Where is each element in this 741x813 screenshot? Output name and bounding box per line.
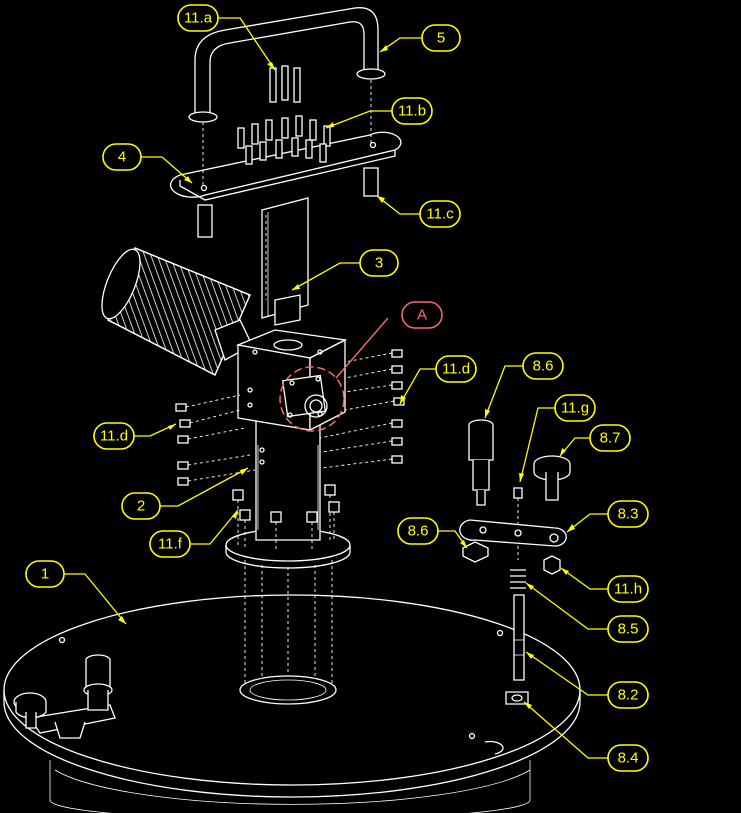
- callout-8-6-top: 8.6: [522, 352, 564, 380]
- plate-indexing-plunger: [13, 654, 116, 739]
- detail-a-circle: [279, 366, 345, 432]
- vertical-bracket: [261, 197, 309, 326]
- svg-text:8.3: 8.3: [618, 506, 639, 523]
- side-bolts-left: [175, 394, 256, 486]
- handle-screws: [269, 65, 301, 103]
- plate-screws: [237, 115, 331, 165]
- callout-8-6-left: 8.6: [397, 517, 439, 545]
- svg-text:8.4: 8.4: [618, 750, 639, 767]
- svg-text:11.d: 11.d: [100, 428, 128, 445]
- svg-text:11.b: 11.b: [398, 103, 426, 120]
- carry-handle: [188, 7, 386, 185]
- callout-8-4: 8.4: [607, 744, 649, 772]
- detail-a-label: A: [417, 307, 427, 324]
- svg-text:11.d: 11.d: [442, 361, 470, 378]
- callout-1: 1: [25, 560, 65, 588]
- svg-text:11.a: 11.a: [184, 10, 213, 27]
- finned-motor: [101, 247, 253, 376]
- central-column: [255, 420, 321, 541]
- callout-11g: 11.g: [554, 394, 596, 422]
- svg-text:3: 3: [375, 255, 383, 272]
- callout-8-3: 8.3: [607, 500, 649, 528]
- callout-8-2: 8.2: [607, 681, 649, 709]
- callout-11d-left: 11.d: [93, 422, 135, 450]
- svg-text:8.5: 8.5: [618, 621, 639, 638]
- callout-5: 5: [421, 24, 461, 52]
- svg-text:11.f: 11.f: [158, 536, 183, 553]
- callout-11a: 11.a: [177, 4, 219, 32]
- callout-11b: 11.b: [391, 97, 433, 125]
- callout-8-5: 8.5: [607, 615, 649, 643]
- svg-text:11.c: 11.c: [426, 206, 454, 223]
- svg-text:8.7: 8.7: [600, 430, 621, 447]
- callout-11h: 11.h: [607, 575, 649, 603]
- callout-3: 3: [359, 249, 399, 277]
- callout-11c: 11.c: [419, 200, 461, 228]
- svg-text:2: 2: [137, 498, 145, 515]
- callout-leaders: [64, 17, 608, 759]
- callout-2: 2: [121, 492, 161, 520]
- svg-text:8.6: 8.6: [408, 523, 429, 540]
- svg-text:11.h: 11.h: [614, 581, 642, 598]
- top-plate: [170, 131, 402, 238]
- detail-a-marker: A: [279, 301, 443, 432]
- callout-11d-right: 11.d: [435, 355, 477, 383]
- callout-4: 4: [102, 143, 142, 171]
- callout-8-7: 8.7: [589, 424, 631, 452]
- index-plunger-assembly: [459, 419, 571, 705]
- svg-text:1: 1: [41, 566, 49, 583]
- svg-text:8.6: 8.6: [533, 358, 554, 375]
- svg-text:11.g: 11.g: [561, 400, 589, 417]
- svg-text:8.2: 8.2: [618, 687, 639, 704]
- gear-housing-block: [235, 329, 348, 432]
- svg-text:5: 5: [437, 30, 445, 47]
- svg-text:4: 4: [118, 149, 126, 166]
- flange-bolts: [232, 484, 340, 552]
- side-bolts-right: [319, 349, 405, 469]
- callout-11f: 11.f: [149, 530, 191, 558]
